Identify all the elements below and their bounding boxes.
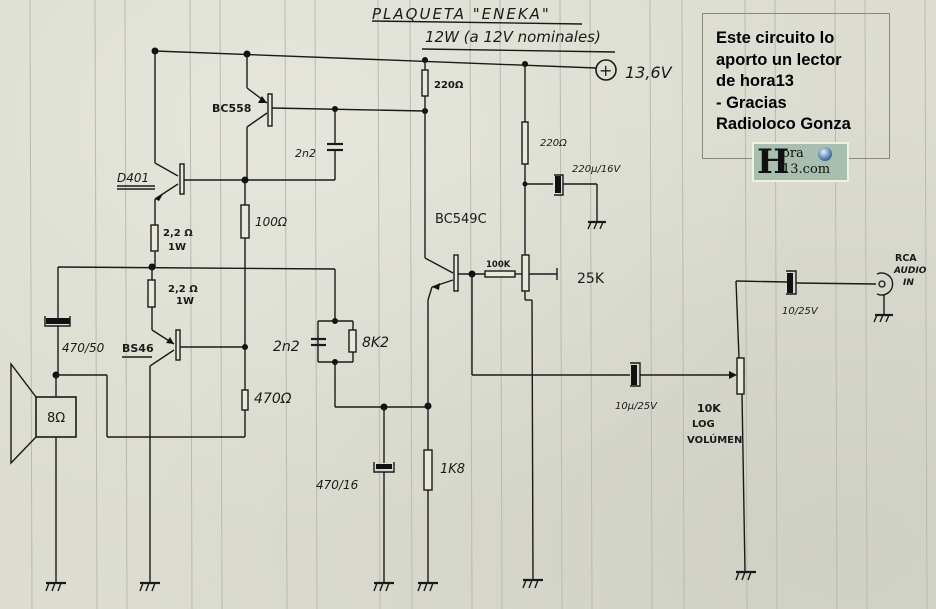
credit-line: - Gracias (716, 93, 787, 112)
resistor-220-a (421, 69, 429, 97)
label-220-a: 220Ω (434, 80, 464, 91)
transistor-bc558 (246, 54, 426, 180)
supply-plus: + (599, 61, 612, 80)
label-2r2-bottom-w: 1W (176, 296, 194, 307)
label-1k8: 1K8 (440, 462, 465, 477)
label-bs46: BS46 (122, 342, 154, 355)
ground-icon (522, 299, 543, 589)
label-pot-value: 10K (697, 402, 721, 415)
speaker-icon (10, 361, 77, 582)
capacitor-470-16 (373, 407, 395, 582)
title-underline (371, 20, 583, 25)
label-10-25v: 10/25V (782, 306, 819, 317)
label-2n2-top: 2n2 (295, 147, 316, 160)
capacitor-10u-25v (630, 362, 737, 387)
label-470-16: 470/16 (316, 478, 359, 492)
ground-icon (373, 581, 394, 592)
title-line2: 12W (a 12V nominales) (425, 28, 601, 46)
label-10u-25v: 10µ/25V (615, 401, 658, 412)
label-470-50: 470/50 (62, 341, 105, 355)
credit-line: de hora13 (716, 72, 794, 90)
ground-icon (139, 581, 160, 592)
logo-text-2: 13.com (782, 162, 831, 177)
capacitor-2n2-top (247, 109, 343, 181)
resistor-220-b (521, 121, 529, 165)
logo-letter: H (757, 142, 790, 182)
label-25k: 25K (577, 271, 605, 287)
trimmer-25k (521, 254, 530, 292)
ground-icon (45, 581, 66, 592)
label-220-b: 220Ω (540, 138, 567, 149)
ground-icon (587, 220, 606, 230)
label-220u: 220µ/16V (572, 164, 622, 175)
credit-line: Radioloco Gonza (716, 115, 851, 133)
transistor-d401 (154, 162, 247, 225)
capacitor-470-50 (44, 316, 71, 375)
paper-rules (29, 0, 928, 609)
capacitor-220u (554, 174, 598, 222)
label-2r2-bottom: 2,2 Ω (168, 284, 198, 295)
label-speaker: 8Ω (47, 411, 65, 426)
resistor-2r2-top (150, 224, 159, 252)
label-rca: RCA (895, 253, 917, 264)
resistor-8k2 (348, 329, 357, 353)
label-100k: 100K (486, 260, 511, 270)
label-pot-type: LOG (692, 419, 715, 430)
credit-line: Este circuito lo (716, 29, 835, 47)
label-2n2-feedback: 2n2 (273, 339, 300, 355)
resistor-2r2-bottom (147, 279, 156, 308)
label-bc549c: BC549C (435, 212, 487, 227)
label-470: 470Ω (254, 391, 292, 407)
credit-line: aporto un lector (716, 50, 842, 69)
logo-text-1: ora (782, 146, 804, 161)
label-100: 100Ω (255, 215, 288, 229)
title-line1: PLAQUETA "ENEKA" (372, 5, 551, 23)
ground-icon (735, 570, 756, 581)
label-2r2-top-w: 1W (168, 242, 186, 253)
label-2r2-top: 2,2 Ω (163, 228, 193, 239)
hora13-logo[interactable]: H ora 13.com (752, 142, 849, 182)
label-in: IN (903, 278, 914, 288)
transistor-bs46 (149, 329, 245, 582)
rca-jack-icon (873, 272, 894, 323)
volume-pot (735, 280, 788, 573)
label-audio: AUDIO (893, 266, 927, 276)
resistor-100k (484, 270, 516, 278)
resistor-1k8 (423, 449, 433, 491)
globe-icon (818, 147, 832, 161)
title-underline-2 (421, 48, 616, 53)
credit-text: Este circuito lo aporto un lector de hor… (716, 28, 896, 136)
supply-rail (151, 47, 617, 81)
resistor-470 (241, 389, 249, 411)
label-d401: D401 (117, 171, 149, 185)
supply-voltage: 13,6V (625, 63, 673, 82)
supply-terminal-icon (595, 59, 617, 81)
label-8k2: 8K2 (362, 335, 389, 351)
label-bc558: BC558 (212, 102, 251, 115)
capacitor-10-25v (786, 270, 877, 295)
ground-icon (417, 581, 438, 592)
label-pot-name: VOLÚMEN (687, 433, 742, 446)
resistor-100 (240, 204, 250, 239)
transistor-bc549c (424, 254, 485, 301)
